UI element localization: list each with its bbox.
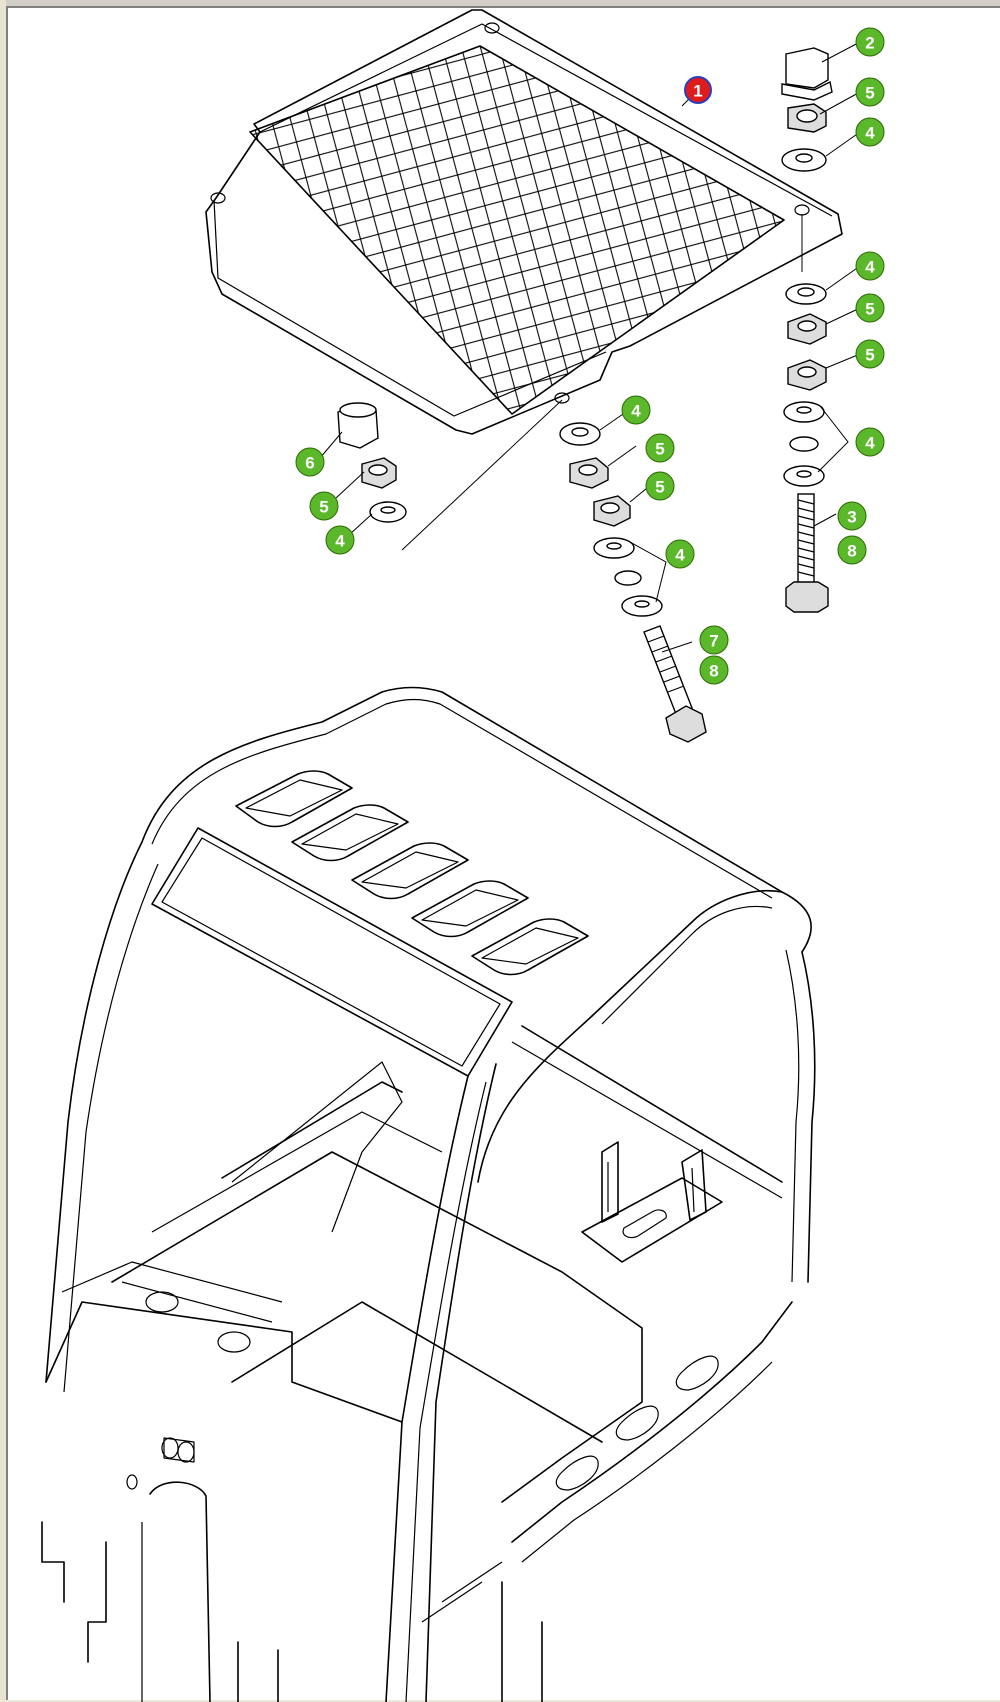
callout-2[interactable]: 2 xyxy=(856,28,884,56)
callout-number: 5 xyxy=(865,300,874,319)
callout-8[interactable]: 8 xyxy=(700,656,728,684)
callout-number: 5 xyxy=(865,84,874,103)
callout-1-selected[interactable]: 1 xyxy=(685,77,711,103)
callout-3[interactable]: 3 xyxy=(838,502,866,530)
callout-4[interactable]: 4 xyxy=(856,252,884,280)
callout-5[interactable]: 5 xyxy=(856,78,884,106)
callout-7[interactable]: 7 xyxy=(700,626,728,654)
middle-fastener-stack xyxy=(560,423,706,742)
callout-5[interactable]: 5 xyxy=(856,294,884,322)
callout-5[interactable]: 5 xyxy=(646,434,674,462)
callout-number: 4 xyxy=(675,546,685,565)
left-fastener-stack xyxy=(338,403,406,522)
callout-number: 2 xyxy=(865,34,874,53)
callout-4[interactable]: 4 xyxy=(326,526,354,554)
roof-slots xyxy=(236,771,588,975)
callout-8[interactable]: 8 xyxy=(838,536,866,564)
callout-4[interactable]: 4 xyxy=(666,540,694,568)
callout-number: 7 xyxy=(709,632,718,651)
seat-bracket xyxy=(582,1142,722,1262)
callout-number: 4 xyxy=(335,532,345,551)
callout-4[interactable]: 4 xyxy=(856,118,884,146)
callout-5[interactable]: 5 xyxy=(646,472,674,500)
callout-number: 5 xyxy=(319,498,328,517)
right-fastener-stack xyxy=(782,48,848,612)
callout-number: 4 xyxy=(865,434,875,453)
callout-number: 5 xyxy=(865,346,874,365)
callout-number: 4 xyxy=(865,124,875,143)
callout-number: 4 xyxy=(865,258,875,277)
callout-5[interactable]: 5 xyxy=(310,492,338,520)
callout-number: 6 xyxy=(305,454,314,473)
callout-number: 1 xyxy=(693,82,702,101)
callout-4[interactable]: 4 xyxy=(622,396,650,424)
callout-number: 4 xyxy=(631,402,641,421)
callout-4[interactable]: 4 xyxy=(856,428,884,456)
callout-number: 3 xyxy=(847,508,856,527)
callout-5[interactable]: 5 xyxy=(856,340,884,368)
callout-number: 5 xyxy=(655,440,664,459)
callout-number: 8 xyxy=(709,662,718,681)
cab-frame xyxy=(42,688,815,1702)
callout-6[interactable]: 6 xyxy=(296,448,324,476)
callout-number: 8 xyxy=(847,542,856,561)
callout-number: 5 xyxy=(655,478,664,497)
